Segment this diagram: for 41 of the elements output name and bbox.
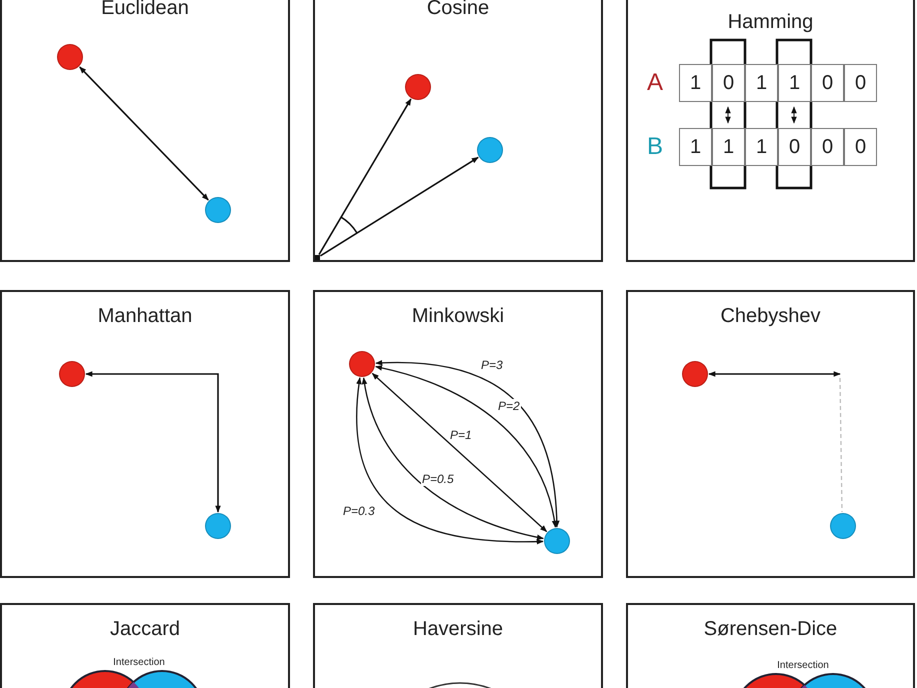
row-label: B	[646, 132, 664, 162]
panel-title: Jaccard	[108, 617, 182, 641]
bit-cell: 1	[712, 128, 745, 166]
bit-cell: 1	[745, 64, 778, 102]
bit-cell: 0	[712, 64, 745, 102]
set-label: Intersection	[112, 656, 166, 670]
bit-cell: 1	[679, 64, 712, 102]
arrow	[318, 98, 412, 255]
panel	[0, 0, 290, 262]
bit-cell: 0	[844, 64, 877, 102]
edge-label: P=2	[497, 399, 521, 413]
panel	[313, 603, 603, 688]
arrow	[320, 156, 479, 257]
set-label: Intersection	[776, 659, 830, 673]
panel-title: Hamming	[726, 10, 814, 34]
panel	[0, 290, 290, 578]
panel	[0, 603, 290, 688]
panel-title: Haversine	[412, 617, 504, 641]
bit-cell: 0	[811, 64, 844, 102]
bit-cell: 1	[679, 128, 712, 166]
arrow	[708, 371, 841, 377]
panel-title: Sørensen-Dice	[702, 617, 838, 641]
panel	[626, 290, 915, 578]
panel-title: Chebyshev	[719, 304, 822, 328]
arrow	[85, 371, 221, 513]
panel	[313, 0, 603, 262]
edge-label: P=0.3	[342, 504, 376, 518]
panel-title: Minkowski	[410, 304, 506, 328]
edge-label: P=1	[449, 428, 473, 442]
edge-label: P=0.5	[421, 472, 455, 486]
row-label: A	[646, 68, 664, 98]
bit-cell: 0	[811, 128, 844, 166]
edge-label: P=3	[480, 358, 504, 372]
panel	[313, 290, 603, 578]
bit-cell: 0	[778, 128, 811, 166]
bit-cell: 0	[844, 128, 877, 166]
bit-cell: 1	[745, 128, 778, 166]
panel-title: Manhattan	[96, 304, 194, 328]
arrow	[79, 66, 209, 200]
bit-cell: 1	[778, 64, 811, 102]
panel	[626, 603, 915, 688]
